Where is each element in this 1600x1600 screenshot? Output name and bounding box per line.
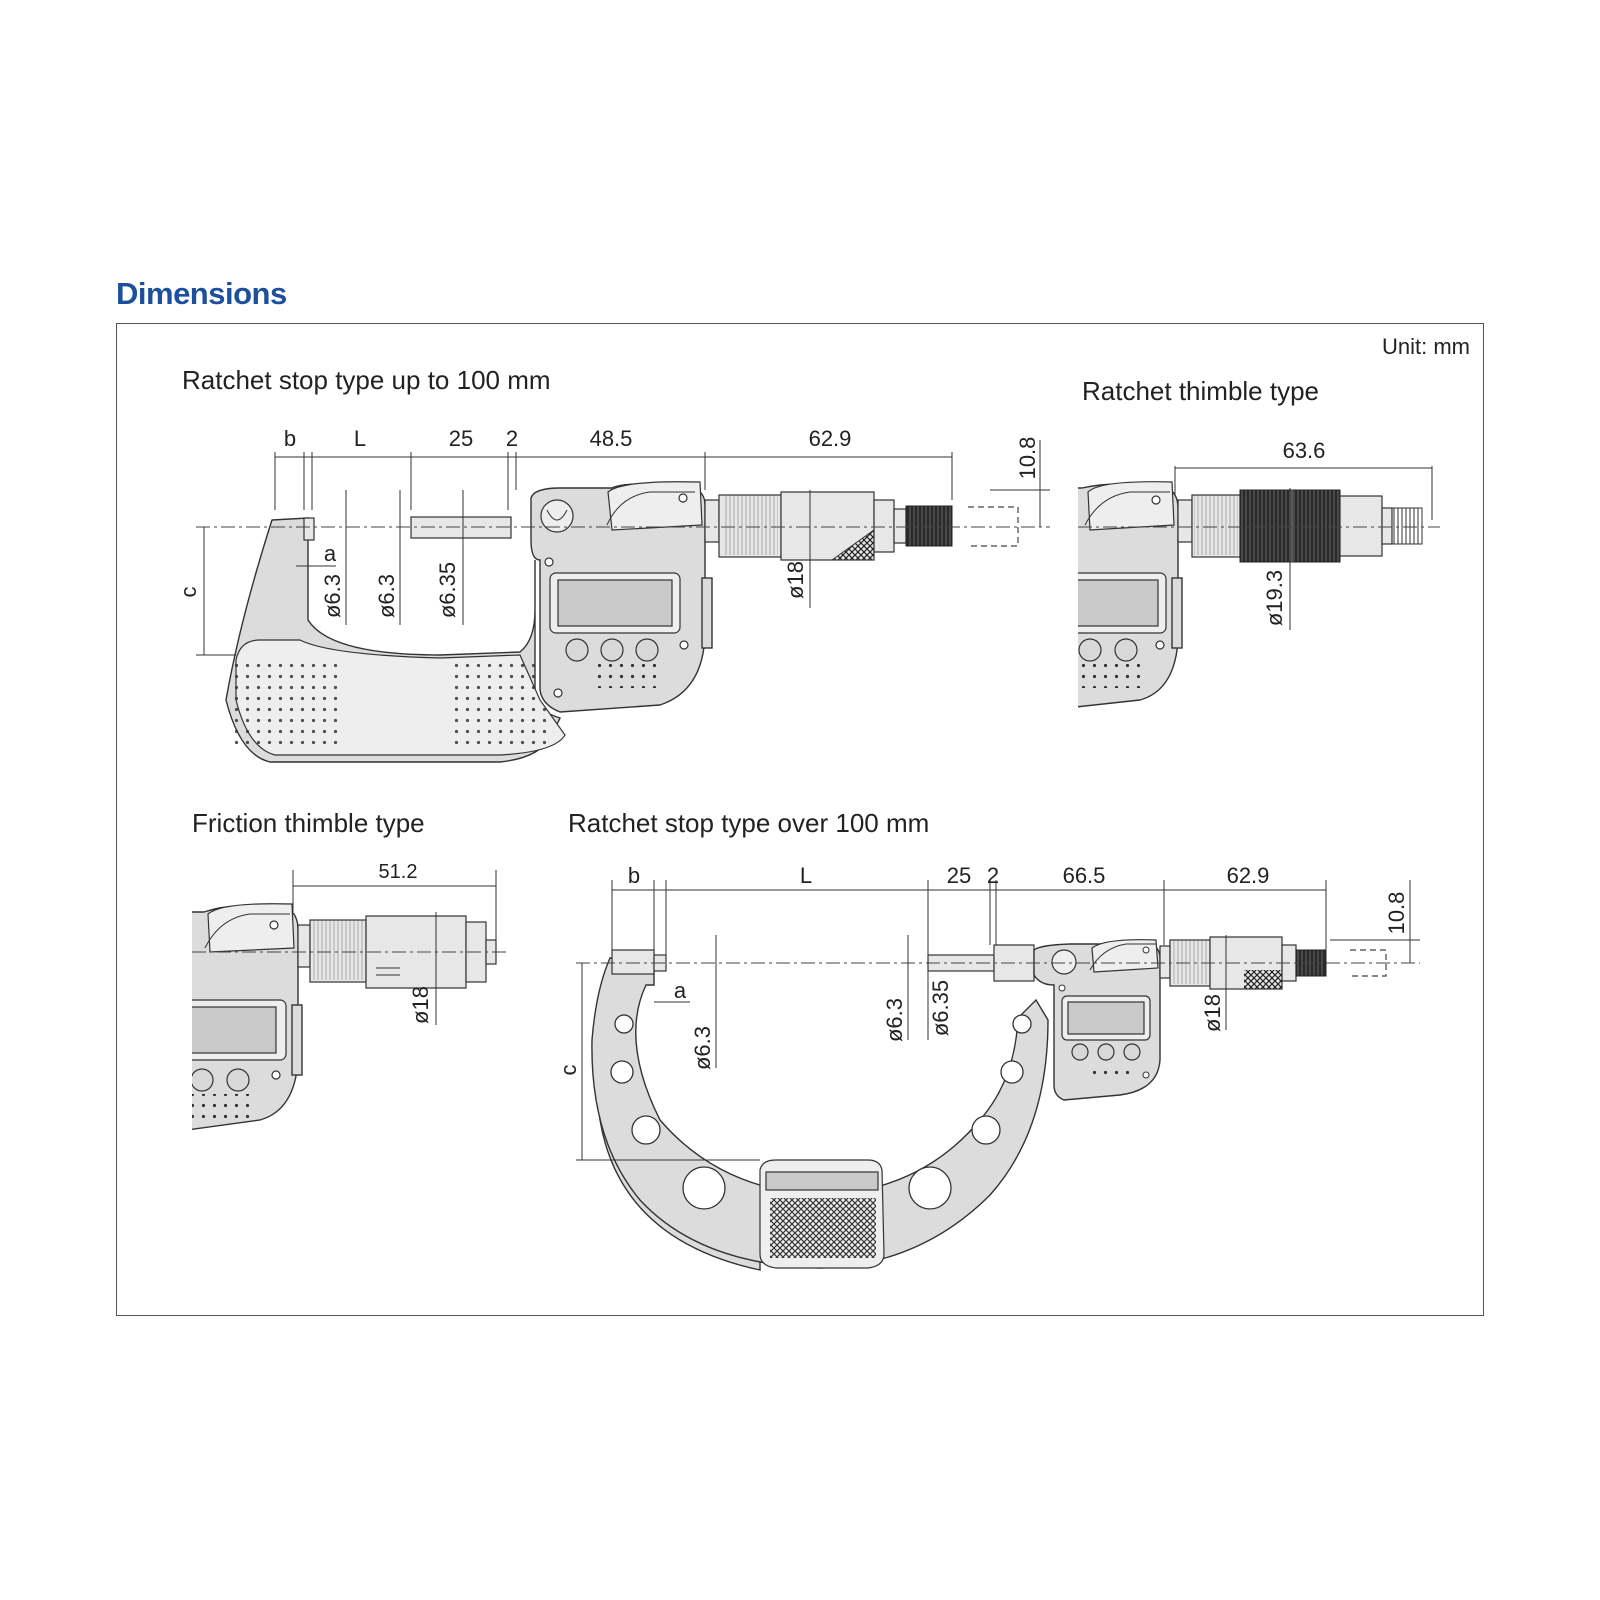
micrometer-ratchet-thimble-drawing — [1078, 481, 1440, 708]
dim-phi6-3-spindle: ø6.3 — [374, 574, 399, 618]
dimension-labels-small: b L 25 2 48.5 62.9 10.8 a c ø6.3 ø6.3 ø6… — [176, 426, 1040, 618]
dim-62-9-large: 62.9 — [1227, 863, 1270, 888]
dim-L: L — [354, 426, 366, 451]
dim-2: 2 — [506, 426, 518, 451]
micrometer-friction-thimble-drawing — [192, 903, 510, 1130]
dim-25: 25 — [449, 426, 473, 451]
micrometer-large-drawing — [591, 936, 1387, 1271]
section-title-ratchet-stop-large: Ratchet stop type over 100 mm — [568, 808, 929, 838]
dim-phi6-35-large: ø6.35 — [928, 980, 953, 1036]
dim-51-2: 51.2 — [379, 861, 418, 883]
dimensions-large — [576, 880, 1420, 1161]
dim-phi19-3: ø19.3 — [1262, 570, 1287, 626]
dimension-labels-friction: 51.2 ø18 — [379, 861, 433, 1024]
dim-phi6-3-anvil-large: ø6.3 — [690, 1026, 715, 1070]
dim-phi18-large: ø18 — [1200, 994, 1225, 1032]
dim-phi6-3-spindle-large: ø6.3 — [882, 998, 907, 1042]
dim-10-8: 10.8 — [1015, 437, 1040, 480]
dim-c-large: c — [556, 1065, 581, 1076]
page-title: Dimensions — [116, 276, 287, 311]
dim-b-large: b — [628, 863, 640, 888]
dim-phi18-friction: ø18 — [408, 986, 433, 1024]
dim-a: a — [324, 541, 337, 566]
section-title-ratchet-thimble: Ratchet thimble type — [1082, 376, 1319, 406]
section-title-ratchet-stop-small: Ratchet stop type up to 100 mm — [182, 365, 551, 395]
dimension-labels-large: b L 25 2 66.5 62.9 10.8 a c ø6.3 ø6.3 ø6… — [556, 863, 1409, 1076]
dim-b: b — [284, 426, 296, 451]
section-title-friction-thimble: Friction thimble type — [192, 808, 425, 838]
dim-L-large: L — [800, 863, 812, 888]
dim-phi6-35: ø6.35 — [435, 562, 460, 618]
dim-66-5: 66.5 — [1063, 863, 1106, 888]
dim-63-6: 63.6 — [1283, 438, 1326, 463]
dim-25-large: 25 — [947, 863, 971, 888]
dimensions-friction — [292, 870, 497, 1025]
dim-a-large: a — [674, 978, 687, 1003]
dim-48-5: 48.5 — [590, 426, 633, 451]
dim-10-8-large: 10.8 — [1384, 892, 1409, 935]
unit-label: Unit: mm — [1382, 334, 1470, 359]
dim-62-9: 62.9 — [809, 426, 852, 451]
dimension-labels-ratchet-thimble: 63.6 ø19.3 — [1262, 438, 1325, 626]
dim-phi6-3-anvil: ø6.3 — [320, 574, 345, 618]
dim-2-large: 2 — [987, 863, 999, 888]
micrometer-small-drawing — [225, 481, 1019, 763]
diagram-frame — [116, 323, 1484, 1316]
dim-phi18: ø18 — [783, 561, 808, 599]
dim-c: c — [176, 587, 201, 598]
